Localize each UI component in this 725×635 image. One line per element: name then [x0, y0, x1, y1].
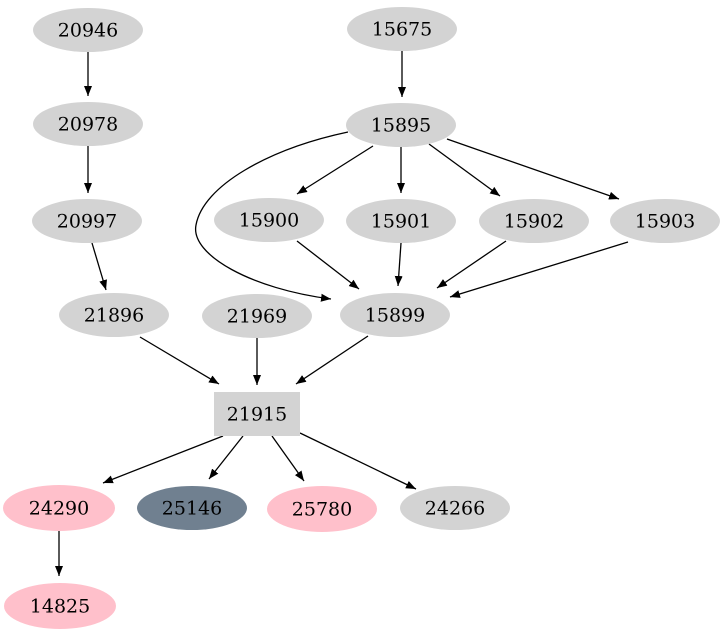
node-label-25146: 25146	[162, 498, 222, 520]
node-15900: 15900	[214, 198, 324, 242]
node-shape-21896	[59, 293, 169, 337]
node-20978: 20978	[33, 102, 143, 146]
node-24266: 24266	[400, 486, 510, 530]
node-label-15901: 15901	[371, 211, 431, 233]
node-21896: 21896	[59, 293, 169, 337]
node-label-15900: 15900	[239, 210, 299, 232]
node-label-20978: 20978	[58, 114, 118, 136]
node-shape-15902	[479, 199, 589, 243]
edge-15895-15903	[446, 138, 620, 200]
node-shape-20946	[33, 8, 143, 52]
node-label-20997: 20997	[57, 211, 117, 233]
edge-20997-21896	[91, 242, 107, 291]
node-label-20946: 20946	[58, 20, 118, 42]
node-shape-25146	[137, 486, 247, 530]
node-15902: 15902	[479, 199, 589, 243]
edge-15902-15899	[436, 240, 507, 289]
node-shape-15903	[610, 199, 720, 243]
node-label-21896: 21896	[84, 305, 144, 327]
node-shape-15899	[340, 293, 450, 337]
node-label-15899: 15899	[365, 305, 425, 327]
node-25146: 25146	[137, 486, 247, 530]
node-21915: 21915	[214, 392, 300, 436]
node-shape-15900	[214, 198, 324, 242]
node-shape-21969	[202, 294, 312, 338]
node-shape-15901	[346, 199, 456, 243]
node-shape-15675	[347, 7, 457, 51]
node-20997: 20997	[32, 199, 142, 243]
edge-15895-15902	[428, 143, 501, 197]
edge-15903-15899	[449, 241, 629, 298]
node-shape-20978	[33, 102, 143, 146]
node-15899: 15899	[340, 293, 450, 337]
edge-15895-15899	[195, 131, 349, 302]
edge-15901-15899	[394, 242, 403, 287]
edges-layer	[55, 51, 629, 576]
node-label-25780: 25780	[292, 499, 352, 521]
node-24290: 24290	[3, 485, 115, 531]
edge-15900-15899	[296, 240, 360, 290]
node-label-15903: 15903	[635, 211, 695, 233]
node-label-15675: 15675	[372, 19, 432, 41]
node-shape-25780	[267, 486, 377, 532]
node-25780: 25780	[267, 486, 377, 532]
node-label-14825: 14825	[30, 596, 90, 618]
node-shape-24290	[3, 485, 115, 531]
node-label-15895: 15895	[371, 115, 431, 137]
node-shape-14825	[4, 583, 116, 629]
edge-21896-21915	[139, 336, 220, 385]
node-15895: 15895	[346, 103, 456, 147]
node-label-21969: 21969	[227, 306, 287, 328]
node-label-24266: 24266	[425, 498, 485, 520]
node-label-15902: 15902	[504, 211, 564, 233]
node-shape-24266	[400, 486, 510, 530]
node-21969: 21969	[202, 294, 312, 338]
node-15675: 15675	[347, 7, 457, 51]
node-label-24290: 24290	[29, 498, 89, 520]
node-label-21915: 21915	[227, 404, 287, 426]
edge-21915-24290	[102, 435, 224, 484]
node-shape-15895	[346, 103, 456, 147]
edge-15899-21915	[295, 335, 369, 385]
node-20946: 20946	[33, 8, 143, 52]
nodes-layer: 20946 20978 20997 15675 15895 15900 15901 15902…	[3, 7, 720, 629]
edge-21915-25146	[208, 435, 244, 480]
edge-21915-24266	[299, 432, 417, 490]
node-15901: 15901	[346, 199, 456, 243]
node-shape-20997	[32, 199, 142, 243]
node-15903: 15903	[610, 199, 720, 243]
edge-21915-25780	[271, 435, 305, 482]
node-14825: 14825	[4, 583, 116, 629]
edge-15895-15900	[296, 145, 374, 195]
node-shape-21915	[214, 392, 300, 436]
